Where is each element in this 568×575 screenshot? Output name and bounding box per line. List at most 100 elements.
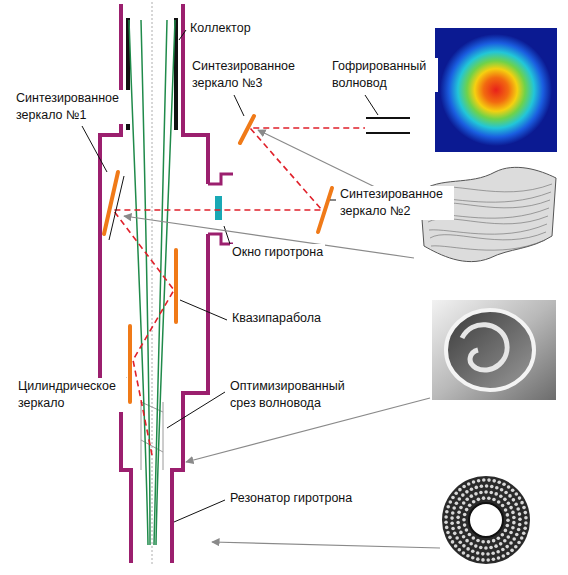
- mode-spot: [479, 491, 483, 495]
- mode-spot: [506, 535, 510, 539]
- part-label: Синтезированное зеркало №2: [338, 186, 454, 220]
- mode-spot: [449, 500, 453, 504]
- mode-spot: [499, 542, 503, 546]
- mode-spot: [472, 500, 476, 504]
- mode-spot: [452, 506, 456, 510]
- mode-spot: [516, 507, 520, 511]
- mode-spot: [471, 550, 475, 554]
- mode-spot: [462, 485, 466, 489]
- mode-spot: [445, 526, 449, 530]
- mode-spot: [477, 479, 481, 483]
- beam-spot: [440, 34, 552, 146]
- mode-spot: [514, 545, 518, 549]
- mode-spot: [471, 556, 475, 560]
- mesh-stroke: [430, 232, 546, 240]
- mode-spot: [494, 492, 498, 496]
- mode-spot: [502, 554, 506, 558]
- part-label: Окно гиротрона: [230, 244, 325, 261]
- mode-spot: [512, 498, 516, 502]
- part-label: Синтезированное зеркало №3: [190, 58, 306, 92]
- mode-spot: [459, 531, 463, 535]
- mode-spot: [487, 478, 491, 482]
- beam-profile-image: [435, 28, 557, 152]
- mirror-edge: [109, 176, 124, 240]
- mode-spot: [511, 511, 515, 515]
- mode-spot: [481, 558, 485, 562]
- mode-spot: [497, 556, 501, 560]
- mode-spot: [463, 523, 467, 527]
- mode-spot: [510, 549, 514, 553]
- mode-spot: [487, 540, 491, 544]
- mode-spot: [494, 544, 498, 548]
- mode-spot: [518, 517, 522, 521]
- mode-spot: [446, 505, 450, 509]
- mode-spot: [474, 544, 478, 548]
- mode-spot: [511, 488, 515, 492]
- mode-spot: [454, 492, 458, 496]
- mode-spot: [444, 515, 448, 519]
- mode-spot: [465, 539, 469, 543]
- mode-spot: [462, 544, 466, 548]
- mode-spot: [509, 531, 513, 535]
- mode-spot: [455, 501, 459, 505]
- mode-spot: [504, 508, 508, 512]
- mode-spot: [503, 539, 507, 543]
- mode-spot: [446, 531, 450, 535]
- mode-spot: [507, 501, 511, 505]
- mode-spot: [518, 496, 522, 500]
- mode-spot: [476, 539, 480, 543]
- mode-spot: [509, 541, 513, 545]
- mode-spot: [457, 526, 461, 530]
- part-label: Гофрированный волновод: [330, 58, 438, 92]
- mode-spot: [508, 494, 512, 498]
- mode-spot: [462, 535, 466, 539]
- mode-spot: [474, 486, 478, 490]
- mode-spot: [482, 478, 486, 482]
- launcher-image: [432, 300, 556, 400]
- mode-spot: [456, 521, 460, 525]
- mode-spot: [503, 498, 507, 502]
- mode-spot: [480, 485, 484, 489]
- mode-spot: [506, 513, 510, 517]
- mode-spot: [506, 552, 510, 556]
- part-label: Резонатор гиротрона: [228, 490, 354, 507]
- mode-spot: [518, 523, 522, 527]
- mode-spot: [451, 511, 455, 515]
- mode-spot: [453, 532, 457, 536]
- mode-spot: [451, 527, 455, 531]
- mode-spot: [481, 552, 485, 556]
- mesh-stroke: [431, 240, 545, 250]
- mode-spot: [486, 552, 490, 556]
- mode-spot: [515, 492, 519, 496]
- mode-spot: [524, 521, 528, 525]
- mode-spot: [497, 536, 501, 540]
- mode-spot: [506, 518, 510, 522]
- axis-line: [152, 2, 153, 565]
- mode-spot: [472, 536, 476, 540]
- mode-spot: [490, 485, 494, 489]
- mode-spot: [520, 536, 524, 540]
- mode-spot: [458, 497, 462, 501]
- mode-spot: [515, 533, 519, 537]
- part-label: Коллектор: [188, 20, 253, 37]
- mode-pattern-image: [442, 476, 530, 564]
- mode-spot: [487, 496, 491, 500]
- mode-spot: [511, 526, 515, 530]
- mode-spot: [505, 545, 509, 549]
- mode-spot: [485, 484, 489, 488]
- mode-spot: [501, 533, 505, 537]
- mode-spot: [454, 544, 458, 548]
- mode-spot: [469, 542, 473, 546]
- mode-spot: [457, 510, 461, 514]
- mode-spot: [451, 496, 455, 500]
- mode-spot: [445, 510, 449, 514]
- mode-spot: [476, 557, 480, 561]
- mode-spot: [472, 480, 476, 484]
- mode-spot: [463, 513, 467, 517]
- mode-spot: [491, 551, 495, 555]
- mode-spot: [495, 486, 499, 490]
- mode-spot: [450, 522, 454, 526]
- mode-spot: [492, 498, 496, 502]
- electron-beam: [129, 20, 175, 545]
